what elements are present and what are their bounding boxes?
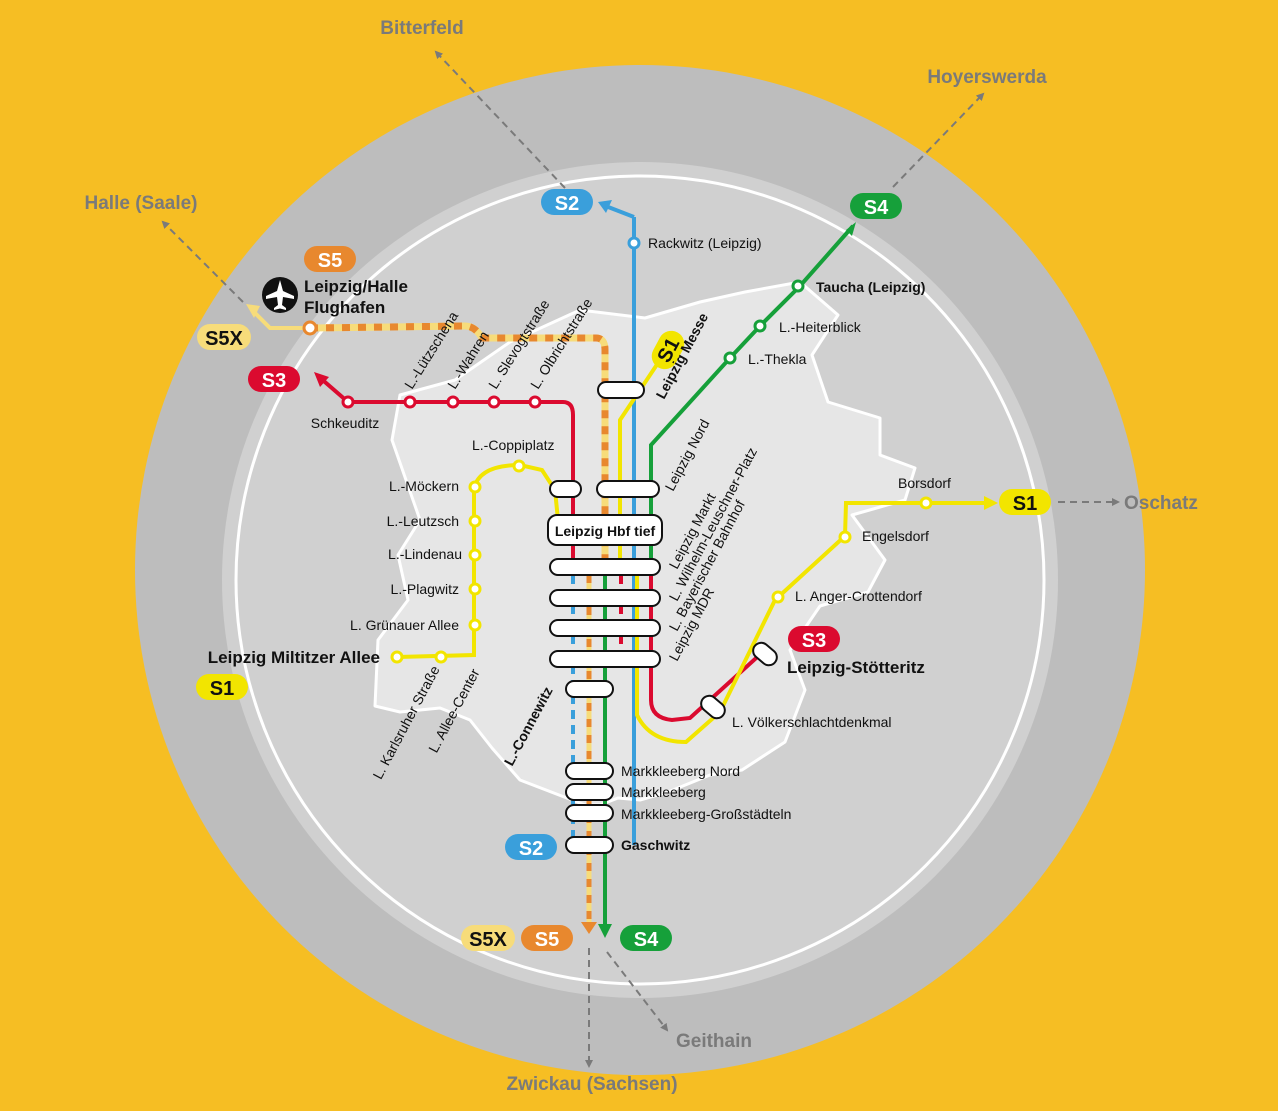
badge-s3-west: S3 [248,366,300,392]
station-label-rackwitz: Rackwitz (Leipzig) [648,235,762,251]
station-label-gaschwitz: Gaschwitz [621,837,690,853]
station-label-moeckern: L.-Möckern [389,478,459,494]
destination-zwickau: Zwickau (Sachsen) [506,1074,677,1095]
station-label-stoetteritz: Leipzig-Stötteritz [787,658,925,677]
station-label-lindenau: L.-Lindenau [388,546,462,562]
station-label-gruenauer-allee: L. Grünauer Allee [350,617,459,633]
hbf-tief-station[interactable]: Leipzig Hbf tief [547,514,663,546]
route-s3 [314,372,767,723]
inner-area-edge [234,174,1046,986]
station-label-coppiplatz: L.-Coppiplatz [472,437,555,453]
station-label-heiterblick: L.-Heiterblick [779,319,862,335]
destination-arrows [161,50,1120,1068]
station-label-thekla: L.-Thekla [748,351,807,367]
svg-text:S5: S5 [535,929,559,951]
destination-geithain: Geithain [676,1031,752,1052]
station-label-schkeuditz: Schkeuditz [311,415,379,431]
station-pills [549,381,778,854]
badge-s2-south: S2 [505,834,557,860]
svg-text:S5X: S5X [205,328,243,350]
svg-text:S3: S3 [802,630,826,652]
badge-s5x-south: S5X [461,925,515,951]
svg-text:S2: S2 [555,193,579,215]
svg-text:S4: S4 [634,929,659,951]
svg-text:S5: S5 [318,250,342,272]
destination-oschatz: Oschatz [1124,493,1198,514]
station-label-engelsdorf: Engelsdorf [862,528,929,544]
badge-s5-south: S5 [521,925,573,951]
destination-bitterfeld: Bitterfeld [380,18,463,39]
station-label-miltitzer-allee: Leipzig Miltitzer Allee [208,648,380,667]
station-label-borsdorf: Borsdorf [898,475,951,491]
station-label-voelkerschlachtdenkmal: L. Völkerschlachtdenkmal [732,714,892,730]
station-label-markkleeberg-nord: Markkleeberg Nord [621,763,740,779]
station-label-leutzsch: L.-Leutzsch [387,513,459,529]
station-label-flughafen: Leipzig/Halle [304,277,408,296]
badge-s4-south: S4 [620,925,672,951]
badge-s2-top: S2 [541,189,593,215]
destination-halle: Halle (Saale) [85,193,198,214]
svg-text:S2: S2 [519,838,543,860]
badge-s3-stoetteritz: S3 [788,626,840,652]
station-label-grossstaedteln: Markkleeberg-Großstädteln [621,806,791,822]
station-label-hbf-tief: Leipzig Hbf tief [555,523,656,539]
svg-text:S5X: S5X [469,929,507,951]
destination-hoyerswerda: Hoyerswerda [927,67,1047,88]
badge-s4-top: S4 [850,193,902,219]
svg-text:S3: S3 [262,370,286,392]
badge-s1-east: S1 [999,489,1051,515]
svg-text:S1: S1 [1013,493,1037,515]
station-label-taucha: Taucha (Leipzig) [816,279,925,295]
badge-s5-airport: S5 [304,246,356,272]
station-label-plagwitz: L.-Plagwitz [391,581,459,597]
badge-s1-west: S1 [196,674,248,700]
route-s5x [246,304,310,330]
svg-text:S1: S1 [210,678,234,700]
airplane-icon [262,277,298,313]
badge-s5x-airport: S5X [197,324,251,350]
svg-text:S4: S4 [864,197,889,219]
station-label-markkleeberg: Markkleeberg [621,784,706,800]
station-label-anger-crottendorf: L. Anger-Crottendorf [795,588,922,604]
station-label-flughafen-2: Flughafen [304,298,385,317]
station-dots [302,236,933,664]
